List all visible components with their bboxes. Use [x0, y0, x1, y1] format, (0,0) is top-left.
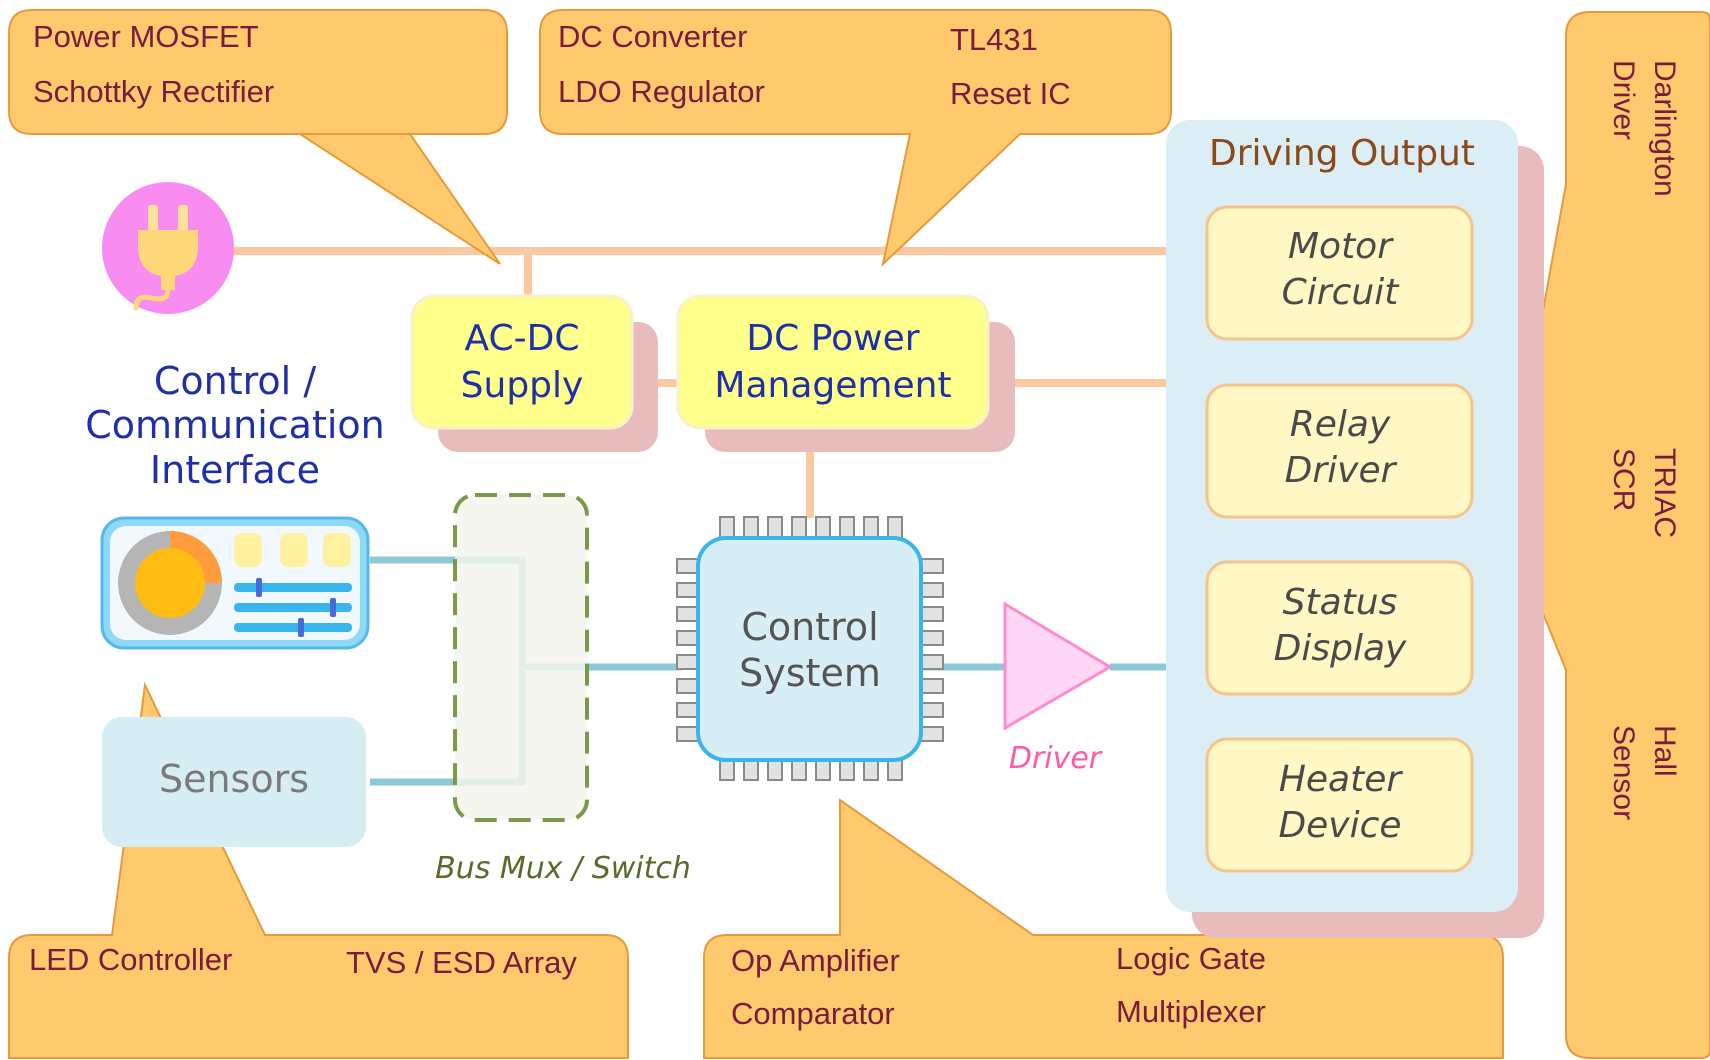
acdc-label-line1: AC-DC: [465, 318, 580, 359]
control-panel-icon: [100, 516, 370, 650]
logic-gate-label: Logic Gate: [1116, 941, 1266, 976]
dc-power-management-block: DC Power Management: [676, 294, 1015, 452]
output-item-motor: Motor Circuit: [1205, 205, 1474, 341]
driving-output-panel: Driving Output Motor Circuit Relay Drive…: [1166, 120, 1544, 938]
interface-label: Control / Communication Interface: [85, 359, 385, 492]
interface-label-line1: Control /: [154, 359, 316, 403]
dcpm-box: [676, 294, 990, 430]
hall-label: Hall: [1648, 725, 1681, 777]
driving-output-title: Driving Output: [1209, 133, 1475, 174]
dc-components-callout: DC Converter LDO Regulator TL431 Reset I…: [539, 9, 1172, 267]
power-components-callout: Power MOSFET Schottky Rectifier: [8, 9, 508, 265]
control-system-label-line2: System: [739, 651, 881, 695]
bus-mux-switch: Bus Mux / Switch: [435, 493, 691, 886]
output-item-label: Driver: [1285, 450, 1398, 491]
control-system-label-line1: Control: [741, 605, 878, 649]
output-item-label: Device: [1278, 805, 1401, 846]
sensors-box: [102, 717, 366, 847]
tvs-esd-label: TVS / ESD Array: [346, 945, 577, 980]
output-item-label: Heater: [1279, 759, 1404, 800]
bus-mux-box: [453, 493, 589, 822]
tl431-label: TL431: [950, 22, 1038, 57]
power-mosfet-label: Power MOSFET: [33, 19, 259, 54]
darlington-label: Darlington: [1648, 60, 1681, 197]
output-item-label: Motor: [1288, 226, 1394, 267]
power-callout-shape: [8, 9, 508, 265]
power-wires: [232, 247, 1166, 518]
scr-label: SCR: [1607, 448, 1640, 511]
dcpm-label-line1: DC Power: [746, 318, 919, 359]
driver-label: Driver: [1009, 741, 1103, 776]
amplifier-triangle-icon: [1003, 601, 1113, 731]
output-item-label: Status: [1283, 582, 1398, 623]
output-item-relay: Relay Driver: [1205, 383, 1474, 519]
control-system-box: [696, 536, 923, 762]
triac-label: TRIAC: [1648, 448, 1681, 538]
interface-label-line3: Interface: [150, 448, 320, 492]
acdc-supply-block: AC-DC Supply: [410, 294, 658, 452]
control-components-callout: Op Amplifier Comparator Logic Gate Multi…: [703, 798, 1504, 1059]
output-item-heater: Heater Device: [1205, 737, 1474, 873]
hall-sensor-label: Sensor: [1607, 725, 1640, 820]
led-controller-label: LED Controller: [29, 942, 232, 977]
chip-pins: [676, 516, 944, 781]
dc-callout-shape: [539, 9, 1172, 267]
dc-converter-label: DC Converter: [558, 19, 748, 54]
output-item-label: Display: [1274, 628, 1407, 669]
output-item-label: Circuit: [1282, 272, 1401, 313]
dcpm-label-line2: Management: [714, 365, 951, 406]
op-amplifier-label: Op Amplifier: [731, 943, 900, 978]
microcontroller-chip-icon: Control System: [676, 516, 944, 781]
output-item-label: Relay: [1290, 404, 1391, 445]
driver-amplifier: Driver: [1003, 601, 1113, 776]
output-item-status: Status Display: [1205, 560, 1474, 696]
darlington-driver-label: Driver: [1607, 60, 1640, 140]
schottky-rectifier-label: Schottky Rectifier: [33, 74, 274, 109]
power-plug-icon: [102, 182, 234, 314]
ldo-regulator-label: LDO Regulator: [558, 74, 765, 109]
output-devices-callout: Darlington Driver TRIAC SCR Hall Sensor: [1503, 11, 1710, 1059]
sensors-block: Sensors: [102, 717, 366, 847]
multiplexer-label: Multiplexer: [1116, 994, 1266, 1029]
output-callout-shape: [1503, 11, 1710, 1059]
bus-mux-label: Bus Mux / Switch: [435, 851, 691, 886]
acdc-box: [410, 294, 634, 430]
sensors-label: Sensors: [159, 757, 309, 801]
reset-ic-label: Reset IC: [950, 76, 1071, 111]
acdc-label-line2: Supply: [461, 365, 584, 406]
comparator-label: Comparator: [731, 996, 895, 1031]
interface-label-line2: Communication: [85, 403, 385, 447]
